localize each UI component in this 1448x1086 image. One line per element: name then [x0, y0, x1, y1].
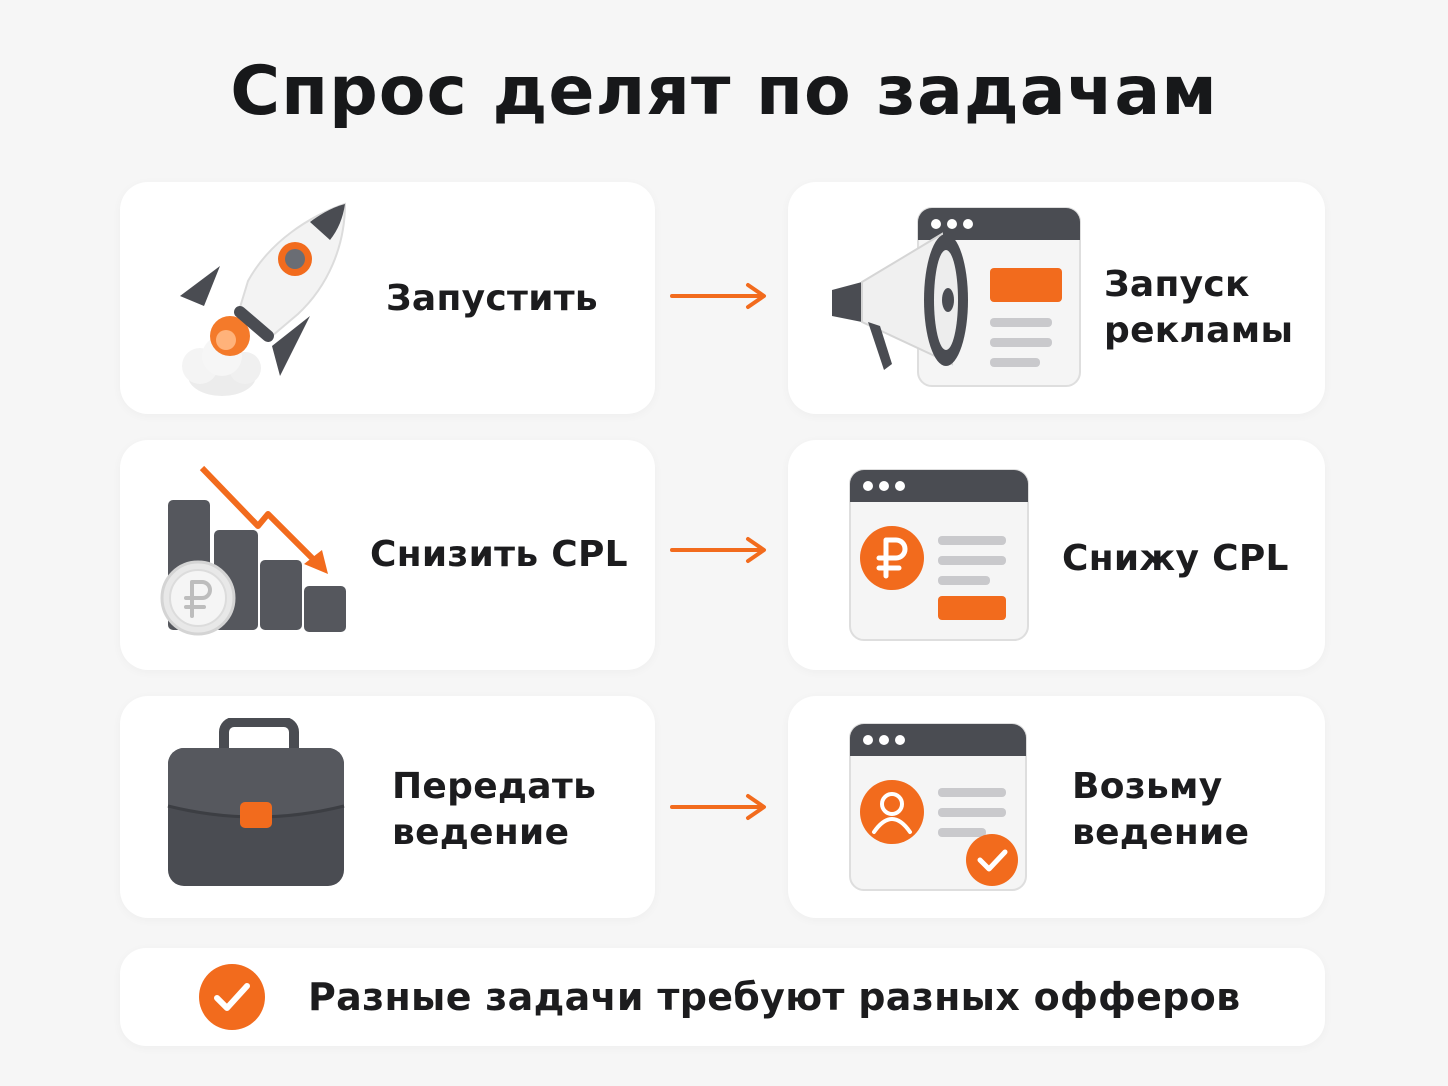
request-card-handover: Передать ведение: [120, 696, 655, 918]
offer-card-ad-launch: Запуск рекламы: [788, 182, 1325, 414]
conclusion-text: Разные задачи требуют разных офферов: [308, 975, 1241, 1019]
check-circle-icon: [199, 964, 265, 1030]
request-card-launch: Запустить: [120, 182, 655, 414]
request-label: Снизить CPL: [370, 534, 628, 575]
offer-label: Снижу CPL: [1062, 538, 1289, 579]
offer-label: Возьму ведение: [1072, 766, 1250, 853]
page-title: Спрос делят по задачам: [230, 52, 1218, 131]
arrow-right-icon: [670, 537, 766, 563]
arrow-right-icon: [670, 283, 766, 309]
conclusion-bar: Разные задачи требуют разных офферов: [120, 948, 1325, 1046]
offer-card-lower-cpl: Снижу CPL: [788, 440, 1325, 670]
arrow-right-icon: [670, 794, 766, 820]
request-label: Передать ведение: [392, 766, 597, 853]
request-card-lower-cpl: Снизить CPL: [120, 440, 655, 670]
megaphone-window-icon: [832, 207, 1081, 387]
request-label: Запустить: [386, 278, 598, 319]
offer-label: Запуск рекламы: [1104, 264, 1294, 351]
user-window-check-icon: [849, 723, 1027, 891]
ruble-window-icon: [849, 469, 1029, 641]
rocket-icon: [180, 202, 347, 396]
falling-chart-coin-icon: [160, 465, 346, 636]
briefcase-icon: [167, 718, 345, 886]
offer-card-take-over: Возьму ведение: [788, 696, 1325, 918]
